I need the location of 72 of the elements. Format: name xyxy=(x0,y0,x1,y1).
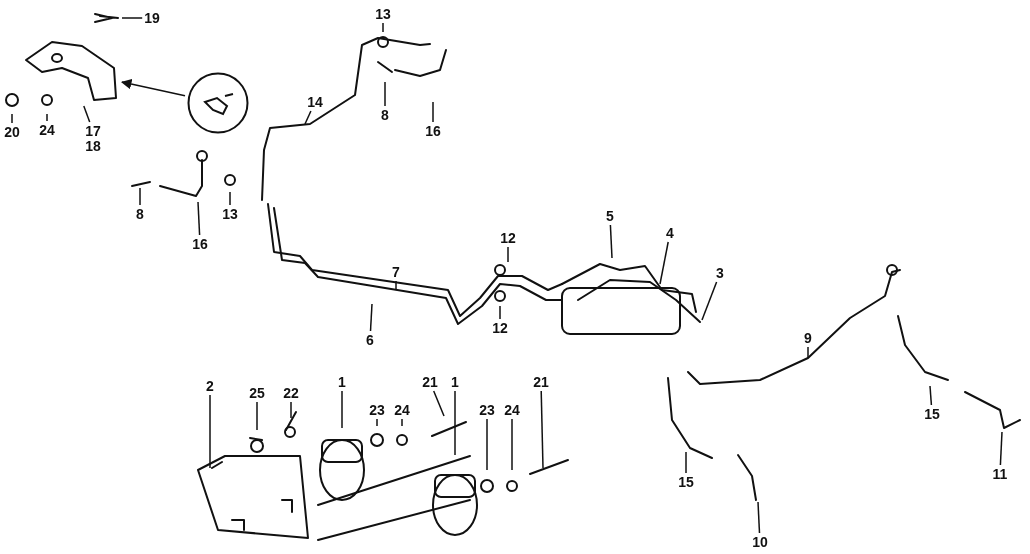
callout-number: 25 xyxy=(249,386,265,400)
leader-line xyxy=(382,22,384,33)
leader-line xyxy=(304,110,312,125)
leader-line xyxy=(486,418,488,471)
leader-line xyxy=(401,418,403,427)
callout-number: 17 xyxy=(85,124,101,138)
callout-number: 20 xyxy=(4,125,20,139)
leader-line xyxy=(999,431,1003,466)
leader-line xyxy=(229,191,231,206)
leader-line xyxy=(454,390,456,456)
leader-line xyxy=(507,246,509,263)
detail-circle xyxy=(187,72,249,134)
callout-number: 24 xyxy=(394,403,410,417)
leader-line xyxy=(11,113,13,124)
callout-number: 11 xyxy=(992,467,1008,481)
callout-number: 13 xyxy=(375,7,391,21)
callout-number: 8 xyxy=(136,207,144,221)
leader-line xyxy=(256,401,258,431)
callout-number: 24 xyxy=(504,403,520,417)
leader-line xyxy=(197,201,201,236)
leader-line xyxy=(499,305,501,320)
callout-number: 2 xyxy=(206,379,214,393)
leader-line xyxy=(121,17,143,19)
leader-line xyxy=(46,113,48,122)
callout-number: 3 xyxy=(716,266,724,280)
callout-number: 13 xyxy=(222,207,238,221)
callout-number: 23 xyxy=(479,403,495,417)
bracket-drawing xyxy=(22,38,120,104)
callout-number: 18 xyxy=(85,139,101,153)
leader-line xyxy=(83,105,91,123)
callout-number: 1 xyxy=(338,375,346,389)
callout-number: 9 xyxy=(804,331,812,345)
callout-number: 19 xyxy=(144,11,160,25)
callout-number: 1 xyxy=(451,375,459,389)
callout-number: 15 xyxy=(924,407,940,421)
leader-line xyxy=(757,501,761,534)
leader-line xyxy=(290,401,292,419)
leader-line xyxy=(139,187,141,206)
leader-line xyxy=(369,303,373,332)
leader-line xyxy=(929,385,933,406)
leader-line xyxy=(384,81,386,107)
callout-number: 14 xyxy=(307,95,323,109)
leader-line xyxy=(432,101,434,123)
leader-line xyxy=(376,418,378,427)
callout-number: 5 xyxy=(606,209,614,223)
callout-number: 21 xyxy=(422,375,438,389)
leader-line xyxy=(341,390,343,429)
leader-line xyxy=(685,451,687,474)
leader-line xyxy=(395,280,397,291)
leader-line xyxy=(701,281,718,321)
callout-number: 12 xyxy=(492,321,508,335)
callout-number: 24 xyxy=(39,123,55,137)
leader-line xyxy=(609,224,613,259)
callout-number: 21 xyxy=(533,375,549,389)
arrow xyxy=(120,79,186,97)
callout-number: 22 xyxy=(283,386,299,400)
callout-number: 4 xyxy=(666,226,674,240)
callout-number: 15 xyxy=(678,475,694,489)
leader-line xyxy=(432,390,445,417)
callout-number: 10 xyxy=(752,535,768,549)
callout-number: 12 xyxy=(500,231,516,245)
leader-line xyxy=(807,346,809,359)
callout-number: 16 xyxy=(192,237,208,251)
callout-number: 23 xyxy=(369,403,385,417)
leader-line xyxy=(511,418,513,471)
callout-number: 6 xyxy=(366,333,374,347)
callout-number: 7 xyxy=(392,265,400,279)
leader-line xyxy=(659,241,669,285)
leader-line xyxy=(209,394,211,469)
callout-number: 8 xyxy=(381,108,389,122)
callout-number: 16 xyxy=(425,124,441,138)
leader-line xyxy=(540,390,544,469)
